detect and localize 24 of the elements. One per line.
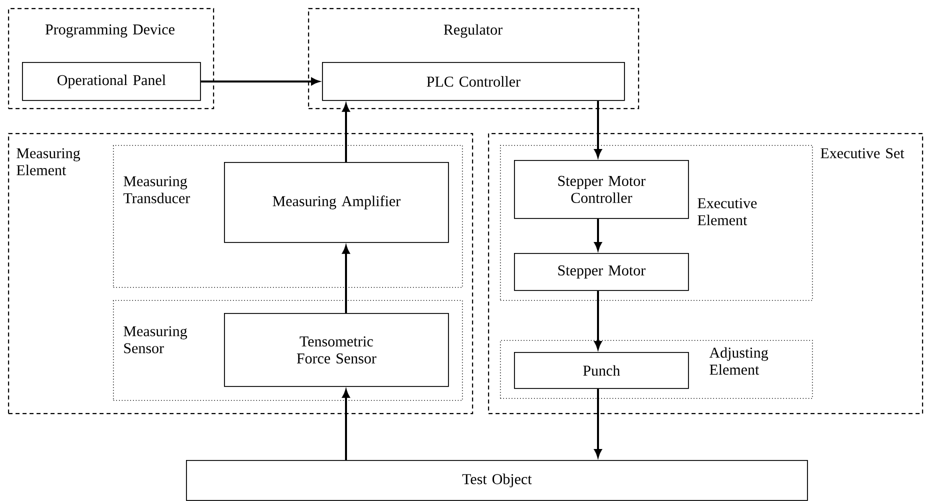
arrow xyxy=(594,218,602,250)
process-box: Tensometric Force Sensor xyxy=(224,313,449,387)
group-heading: Regulator xyxy=(444,24,502,38)
group-heading: Executive Element xyxy=(698,198,757,226)
group-heading: Programming Device xyxy=(45,24,174,38)
arrow xyxy=(342,390,350,460)
group-heading: Adjusting Element xyxy=(709,347,768,375)
group-heading: Measuring Transducer xyxy=(123,176,190,204)
process-box: Test Object xyxy=(186,460,808,501)
group-heading: Measuring Element xyxy=(16,148,80,176)
arrow xyxy=(594,388,602,458)
arrow xyxy=(342,246,350,313)
arrow xyxy=(594,290,602,350)
process-box: Measuring Amplifier xyxy=(224,162,449,243)
group-heading: Executive Set xyxy=(820,148,904,158)
group-heading: Measuring Sensor xyxy=(124,326,188,354)
process-box: Stepper Motor Controller xyxy=(514,160,689,219)
process-box: PLC Controller xyxy=(322,62,625,101)
arrow xyxy=(342,104,350,162)
arrow xyxy=(594,100,602,158)
process-box: Stepper Motor xyxy=(514,253,689,291)
process-box: Punch xyxy=(514,352,689,389)
process-box: Operational Panel xyxy=(22,62,201,101)
arrow xyxy=(200,78,320,86)
